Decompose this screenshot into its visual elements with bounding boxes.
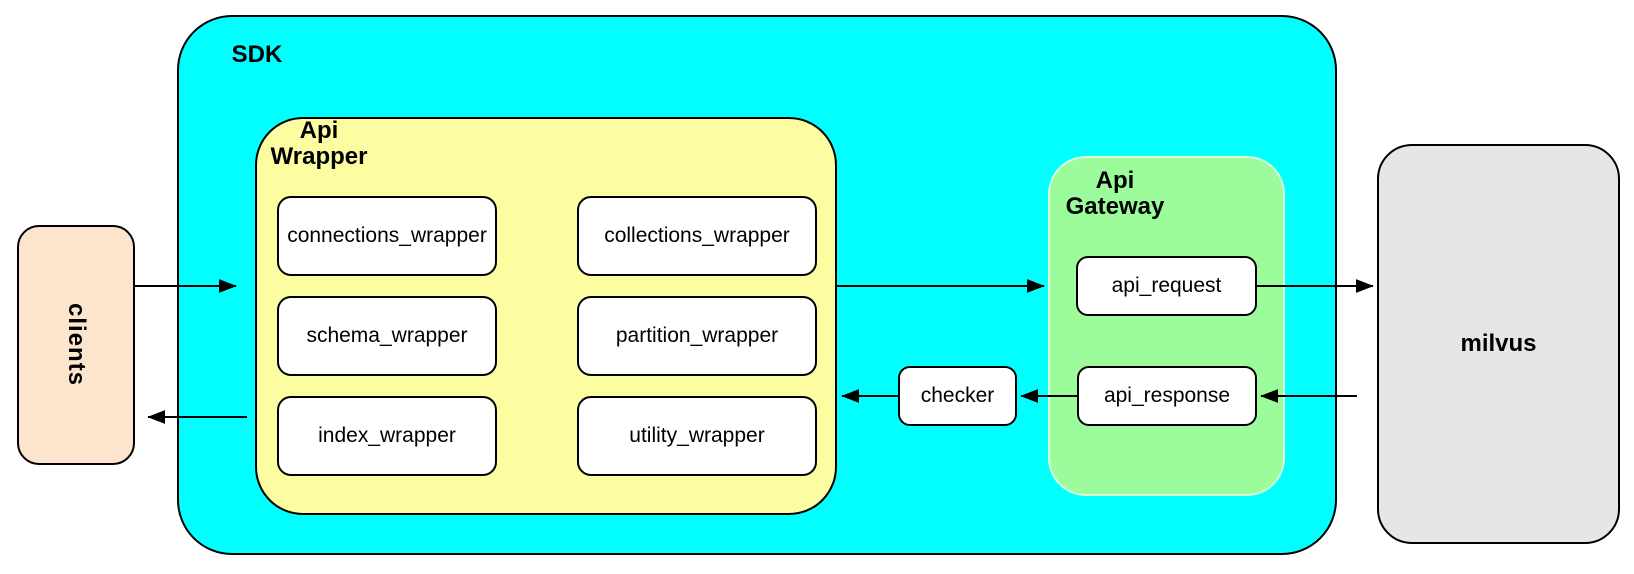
clients-label: clients <box>63 303 90 387</box>
connections-wrapper-node: connections_wrapper <box>277 196 497 276</box>
api-request-node: api_request <box>1076 256 1257 316</box>
sdk-label: SDK <box>231 41 283 68</box>
partition-wrapper-node: partition_wrapper <box>577 296 817 376</box>
api-response-node: api_response <box>1077 366 1257 426</box>
collections-wrapper-node: collections_wrapper <box>577 196 817 276</box>
clients-node: clients <box>17 225 135 465</box>
api-gateway-container <box>1048 156 1285 496</box>
checker-node: checker <box>898 366 1017 426</box>
milvus-label: milvus <box>1460 330 1537 357</box>
index-wrapper-node: index_wrapper <box>277 396 497 476</box>
schema-wrapper-node: schema_wrapper <box>277 296 497 376</box>
utility-wrapper-node: utility_wrapper <box>577 396 817 476</box>
milvus-node: milvus <box>1377 144 1620 544</box>
